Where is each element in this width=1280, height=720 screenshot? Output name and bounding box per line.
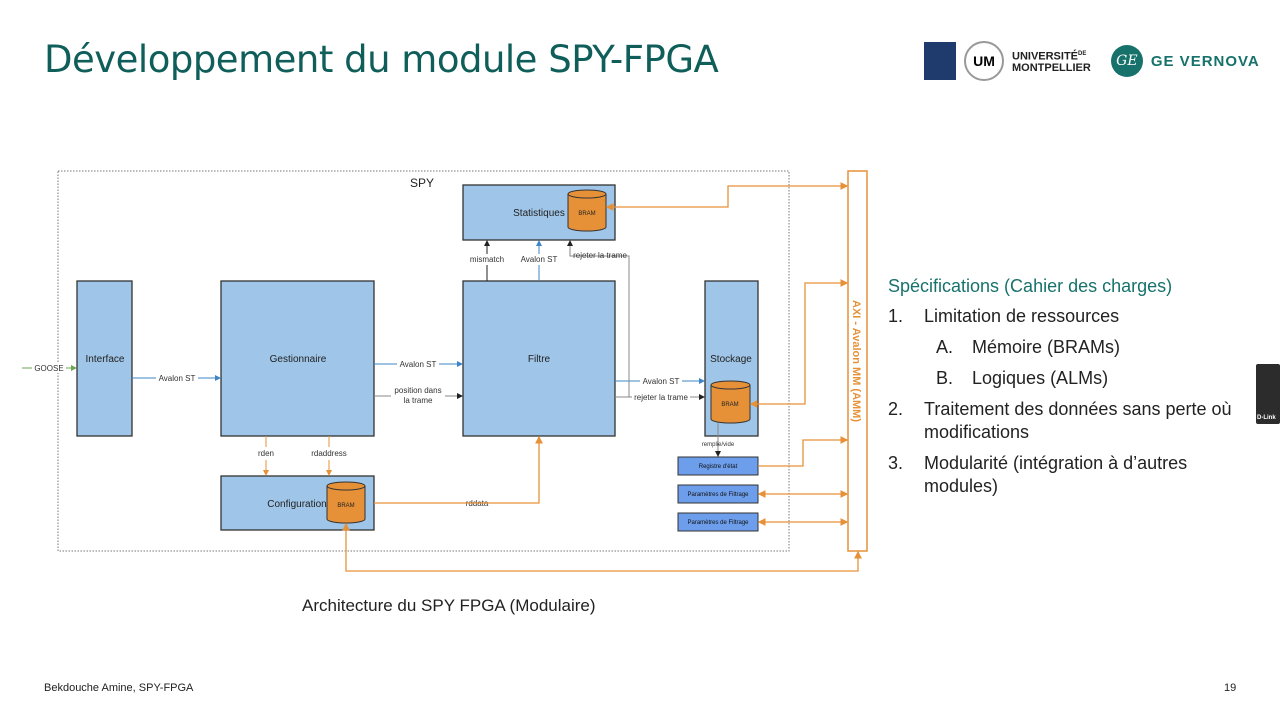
- gestionnaire-block: [220, 280, 375, 437]
- rden-label: rden: [258, 449, 274, 458]
- ge-logo: GE: [1110, 45, 1143, 77]
- rddata-arrow: [374, 435, 543, 504]
- axi-label: AXI - Avalon MM (AMM): [850, 300, 862, 422]
- position-label-2: la trame: [404, 396, 433, 405]
- spec-item: 2. Traitement des données sans perte où m…: [888, 398, 1244, 444]
- stockage-bram-icon: [710, 380, 751, 424]
- bram-label: BRAM: [337, 503, 354, 509]
- registre-label: Registre d'état: [699, 464, 738, 470]
- spec-text: Mémoire (BRAMs): [972, 337, 1121, 357]
- ge-vernova-logo: GE VERNOVA: [1150, 52, 1260, 70]
- spec-number: A.: [936, 337, 954, 357]
- spec-text: Logiques (ALMs): [972, 368, 1109, 388]
- university-seal-logo: UM: [964, 41, 1004, 81]
- stockage-axi-link: [749, 279, 849, 408]
- spec-text: Modularité (intégration à d’autres modul…: [924, 453, 1188, 496]
- spec-text: Traitement des données sans perte où mod…: [924, 399, 1232, 442]
- position-label: position dans: [394, 386, 441, 395]
- specs-heading: Spécifications (Cahier des charges): [888, 276, 1173, 296]
- spec-number: 1.: [888, 306, 904, 326]
- spec-number: 3.: [888, 453, 904, 473]
- param1-label: Paramètres de Filtrage: [687, 492, 749, 498]
- spec-item: 1. Limitation de ressources: [888, 305, 1244, 328]
- rdaddress-label: rdaddress: [311, 449, 347, 458]
- spec-text: Limitation de ressources: [924, 306, 1120, 326]
- diagram-caption: Architecture du SPY FPGA (Modulaire): [302, 596, 596, 615]
- remplie-vide-label: remplie/vide: [702, 442, 735, 448]
- param2-label: Paramètres de Filtrage: [687, 520, 749, 526]
- page-number: 19: [1224, 682, 1237, 694]
- specifications: Spécifications (Cahier des charges) 1. Li…: [888, 275, 1244, 506]
- filtre-label: Filtre: [528, 354, 551, 365]
- bram-label: BRAM: [721, 402, 738, 408]
- bram-label: BRAM: [578, 211, 595, 217]
- gestionnaire-label: Gestionnaire: [270, 354, 327, 365]
- slide-title: Développement du module SPY-FPGA: [44, 38, 719, 81]
- config-axi-link: [342, 522, 862, 572]
- statistiques-bram-icon: [567, 189, 607, 232]
- spec-item: B. Logiques (ALMs): [888, 367, 1244, 390]
- configuration-bram-icon: [326, 481, 366, 524]
- spec-item: 3. Modularité (intégration à d’autres mod…: [888, 452, 1244, 498]
- goose-label: GOOSE: [34, 364, 63, 373]
- fds-logo: [924, 42, 956, 80]
- rejeter-label: rejeter la trame: [634, 393, 688, 402]
- dlink-device-image: D-Link: [1256, 364, 1280, 424]
- interface-block: [76, 280, 133, 437]
- avalon-st-label: Avalon ST: [643, 377, 680, 386]
- filtre-block: [462, 280, 616, 437]
- stockage-label: Stockage: [710, 354, 752, 365]
- stats-axi-link: [605, 182, 849, 211]
- spec-item: A. Mémoire (BRAMs): [888, 336, 1244, 359]
- mismatch-label: mismatch: [470, 255, 504, 264]
- avalon-st-label: Avalon ST: [159, 374, 196, 383]
- spec-number: 2.: [888, 399, 904, 419]
- device-brand: D-Link: [1257, 415, 1276, 421]
- interface-label: Interface: [86, 354, 125, 365]
- rejeter-label: rejeter la trame: [573, 251, 627, 260]
- spec-number: B.: [936, 368, 954, 388]
- footer-author: Bekdouche Amine, SPY-FPGA: [44, 682, 194, 694]
- registre-axi-link: [758, 436, 849, 467]
- statistiques-label: Statistiques: [513, 208, 565, 219]
- avalon-st-label: Avalon ST: [521, 255, 558, 264]
- configuration-label: Configuration: [267, 499, 326, 510]
- avalon-st-label: Avalon ST: [400, 360, 437, 369]
- spy-label: SPY: [410, 176, 434, 190]
